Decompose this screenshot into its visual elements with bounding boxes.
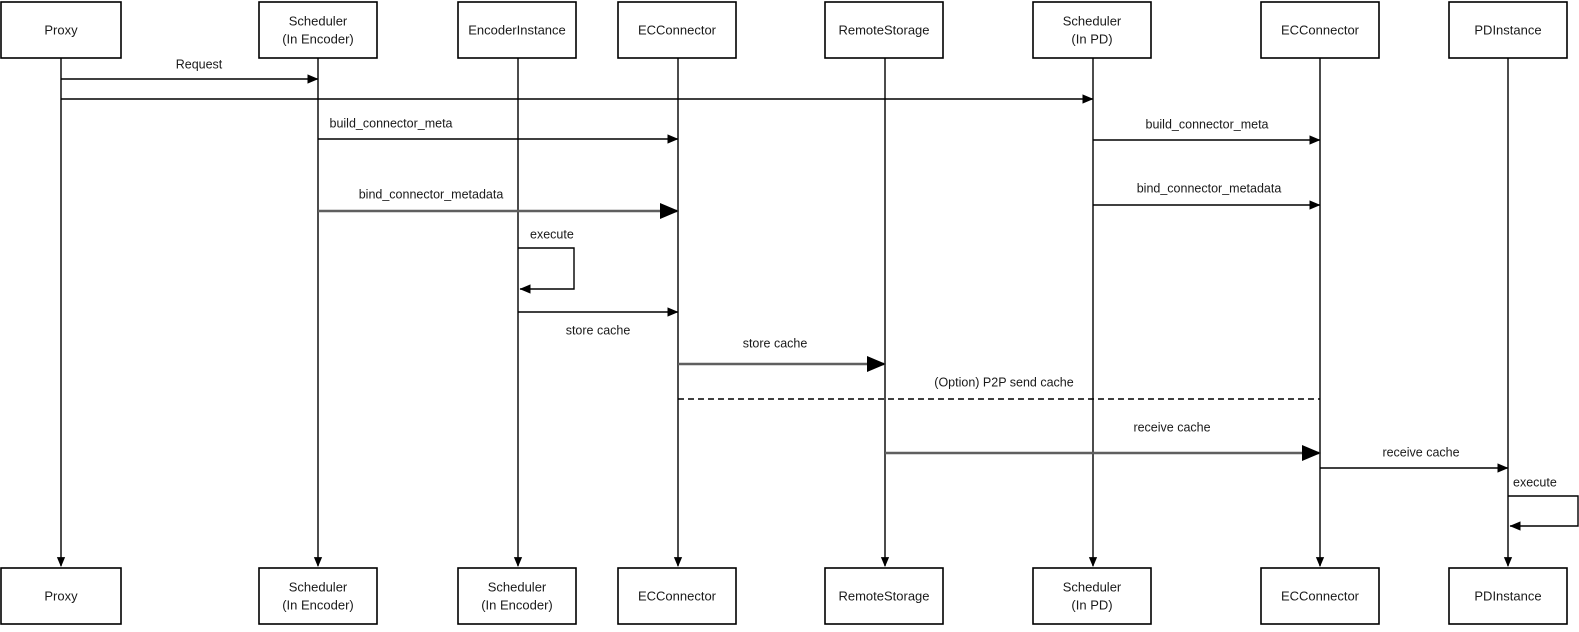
participant-top-box-ec_conn_r[interactable]: ECConnector — [1260, 1, 1380, 59]
participant-bottom-box-pd_inst[interactable]: PDInstance — [1448, 567, 1568, 625]
messages-group: Request build_connector_meta build_connect… — [61, 57, 1509, 473]
participant-bottom-sublabel-sched_enc: (In Encoder) — [282, 597, 354, 612]
participant-top-box-proxy[interactable]: Proxy — [0, 1, 122, 59]
participant-top-label-sched_pd: Scheduler — [1063, 13, 1122, 28]
participant-top-sublabel-sched_enc: (In Encoder) — [282, 31, 354, 46]
participant-top-label-pd_inst: PDInstance — [1474, 22, 1541, 37]
message-label-m9: (Option) P2P send cache — [934, 375, 1073, 389]
participant-top-box-remote_store[interactable]: RemoteStorage — [824, 1, 944, 59]
participant-bottom-label-remote_store: RemoteStorage — [838, 588, 929, 603]
participant-top-sublabel-sched_pd: (In PD) — [1071, 31, 1112, 46]
message-label-m5: bind_connector_metadata — [359, 187, 504, 201]
participant-bottom-box-encoder_inst[interactable]: Scheduler (In Encoder) — [457, 567, 577, 625]
top-participant-boxes: Proxy Scheduler (In Encoder) EncoderInstanc… — [0, 1, 1568, 59]
self-message-loop-s2 — [1508, 495, 1579, 531]
message-label-m1: Request — [176, 57, 223, 71]
participant-top-box-encoder_inst[interactable]: EncoderInstance — [457, 1, 577, 59]
participant-bottom-label-ec_conn_l: ECConnector — [638, 588, 717, 603]
participant-bottom-label-ec_conn_r: ECConnector — [1281, 588, 1360, 603]
participant-bottom-box-sched_enc[interactable]: Scheduler (In Encoder) — [258, 567, 378, 625]
participant-bottom-label-pd_inst: PDInstance — [1474, 588, 1541, 603]
participant-bottom-sublabel-sched_pd: (In PD) — [1071, 597, 1112, 612]
self-messages-group: execute execute — [518, 227, 1579, 531]
participant-top-label-proxy: Proxy — [44, 22, 78, 37]
message-label-m11: receive cache — [1382, 445, 1459, 459]
participant-bottom-label-sched_pd: Scheduler — [1063, 579, 1122, 594]
self-message-loop-s1 — [518, 247, 575, 294]
participant-top-box-ec_conn_l[interactable]: ECConnector — [617, 1, 737, 59]
participant-top-label-ec_conn_l: ECConnector — [638, 22, 717, 37]
message-label-m6: bind_connector_metadata — [1137, 181, 1282, 195]
participant-bottom-label-proxy: Proxy — [44, 588, 78, 603]
lifelines-group — [56, 58, 1513, 567]
participant-top-label-encoder_inst: EncoderInstance — [468, 22, 566, 37]
participant-bottom-box-proxy[interactable]: Proxy — [0, 567, 122, 625]
participant-top-box-sched_pd[interactable]: Scheduler (In PD) — [1032, 1, 1152, 59]
participant-bottom-box-ec_conn_l[interactable]: ECConnector — [617, 567, 737, 625]
participant-bottom-box-sched_pd[interactable]: Scheduler (In PD) — [1032, 567, 1152, 625]
message-label-m10: receive cache — [1133, 420, 1210, 434]
participant-top-label-remote_store: RemoteStorage — [838, 22, 929, 37]
self-message-label-s2: execute — [1513, 475, 1557, 489]
participant-bottom-box-remote_store[interactable]: RemoteStorage — [824, 567, 944, 625]
bottom-participant-boxes: Proxy Scheduler (In Encoder) Scheduler (In E… — [0, 567, 1568, 625]
participant-bottom-box-ec_conn_r[interactable]: ECConnector — [1260, 567, 1380, 625]
participant-top-box-sched_enc[interactable]: Scheduler (In Encoder) — [258, 1, 378, 59]
participant-top-label-ec_conn_r: ECConnector — [1281, 22, 1360, 37]
message-label-m4: build_connector_meta — [1146, 117, 1269, 131]
message-label-m7: store cache — [566, 323, 631, 337]
participant-bottom-label-encoder_inst: Scheduler — [488, 579, 547, 594]
message-label-m3: build_connector_meta — [330, 116, 453, 130]
participant-top-box-pd_inst[interactable]: PDInstance — [1448, 1, 1568, 59]
participant-bottom-label-sched_enc: Scheduler — [289, 579, 348, 594]
participant-bottom-sublabel-encoder_inst: (In Encoder) — [481, 597, 553, 612]
participant-top-label-sched_enc: Scheduler — [289, 13, 348, 28]
message-label-m8: store cache — [743, 336, 808, 350]
self-message-label-s1: execute — [530, 227, 574, 241]
